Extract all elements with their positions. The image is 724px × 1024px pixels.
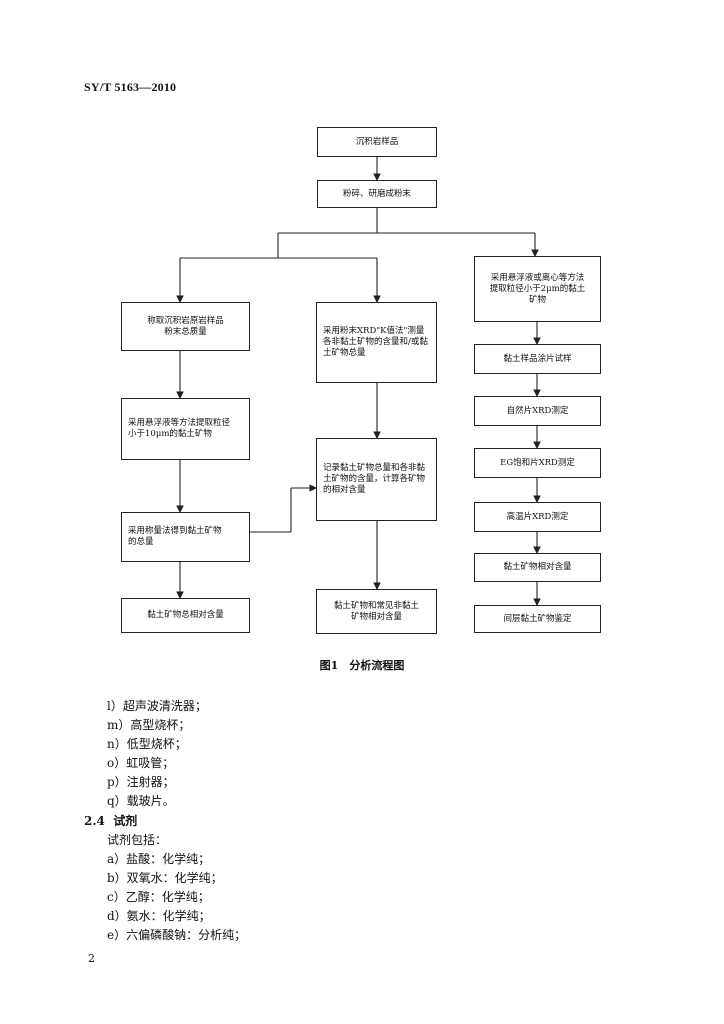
page-number: 2 [88, 952, 95, 965]
list-item: e）六偏磷酸钠：分析纯； [107, 928, 247, 942]
figure-caption: 图1 分析流程图 [319, 659, 405, 672]
flow-box-grind: 粉碎、研磨成粉末 [317, 180, 437, 208]
section-heading: 2.4 试剂 [84, 812, 137, 829]
flow-box-right-5: 高温片XRD测定 [474, 502, 601, 532]
flow-box-middle-2: 记录黏土矿物总量和各非黏土矿物的含量，计算各矿物的相对含量 [316, 438, 437, 521]
reagents-intro: 试剂包括： [107, 833, 168, 847]
section-number: 2.4 [84, 814, 105, 828]
flow-box-left-1: 称取沉积岩原岩样品粉末总质量 [121, 302, 250, 351]
flow-box-right-3: 自然片XRD测定 [474, 396, 601, 426]
list-item: a）盐酸：化学纯； [107, 852, 211, 866]
list-item: c）乙醇：化学纯； [107, 890, 210, 904]
flow-box-middle-1: 采用粉末XRD"K值法"测量各非黏土矿物的含量和/或黏土矿物总量 [316, 302, 437, 383]
list-item: l）超声波清洗器； [107, 699, 207, 713]
flow-box-sample: 沉积岩样品 [317, 127, 437, 157]
flow-box-right-1: 采用悬浮液或离心等方法提取粒径小于2μm的黏土矿物 [474, 256, 601, 322]
list-item: n）低型烧杯； [107, 737, 187, 751]
list-item: d）氨水：化学纯； [107, 909, 211, 923]
flow-box-right-4: EG饱和片XRD测定 [474, 448, 601, 478]
flow-box-right-7: 间层黏土矿物鉴定 [474, 605, 601, 633]
flow-box-right-6: 黏土矿物相对含量 [474, 553, 601, 582]
document-code: SY/T 5163—2010 [84, 80, 177, 94]
list-item: m）高型烧杯； [107, 718, 191, 732]
section-title: 试剂 [113, 814, 138, 828]
flow-box-middle-3: 黏土矿物和常见非黏土矿物相对含量 [316, 589, 437, 634]
flow-box-right-2: 黏土样品涂片试样 [474, 344, 601, 374]
list-item: q）载玻片。 [107, 794, 175, 808]
flow-box-left-3: 采用称量法得到黏土矿物的总量 [121, 512, 250, 562]
flow-box-left-4: 黏土矿物总相对含量 [121, 598, 250, 633]
list-item: o）虹吸管； [107, 756, 175, 770]
list-item: b）双氧水：化学纯； [107, 871, 223, 885]
list-item: p）注射器； [107, 775, 175, 789]
flow-box-left-2: 采用悬浮液等方法提取粒径小于10μm的黏土矿物 [121, 398, 250, 460]
